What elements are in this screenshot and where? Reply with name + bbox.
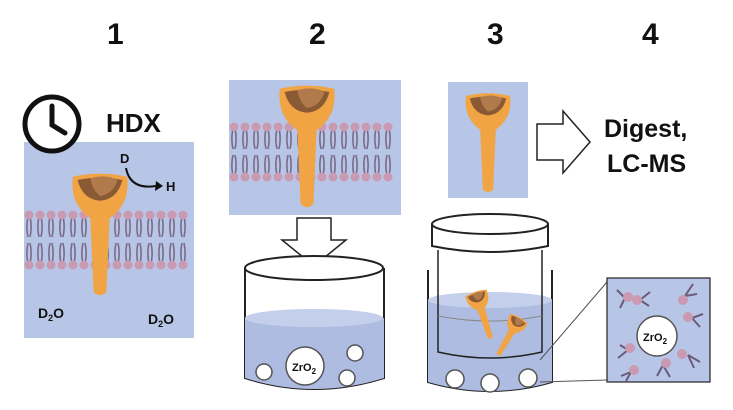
- zro2-label-a: ZrO2: [292, 362, 317, 376]
- arrow-curve-icon: [125, 167, 157, 188]
- zro2-bead-zoom: [636, 315, 678, 357]
- zoom-inset: ZrO2: [606, 277, 711, 383]
- hdx-label: HDX: [106, 108, 162, 138]
- hydrogen-label: H: [166, 179, 175, 194]
- clock-icon: [22, 94, 82, 154]
- panel-4-analysis: Digest, LC-MS: [604, 115, 687, 178]
- beaker-zro2: ZrO2: [244, 255, 385, 390]
- digest-label: Digest,: [604, 115, 687, 143]
- step-number-3: 3: [487, 18, 504, 51]
- arrow-right-icon: [536, 108, 591, 176]
- step-number-1: 1: [107, 18, 124, 51]
- zoom-lines: [539, 281, 608, 383]
- step-number-2: 2: [309, 18, 326, 51]
- step-number-4: 4: [642, 18, 659, 51]
- panel-1-background: [24, 142, 194, 338]
- panel-3-extract: ZrO2: [427, 82, 711, 393]
- panel-2-membrane: ZrO2: [229, 80, 401, 390]
- zro2-label-c: ZrO2: [643, 332, 668, 346]
- deuterium-label: D: [120, 151, 129, 166]
- lcms-label: LC-MS: [607, 150, 686, 178]
- panel-1-hdx: HDX D H D2O D2O: [22, 94, 194, 338]
- zro2-bead-large: [285, 346, 325, 386]
- d2o-label-left: D2O: [38, 305, 64, 323]
- arrow-down-icon: [279, 217, 349, 267]
- jar-with-lid: [427, 213, 553, 393]
- d2o-label-right: D2O: [148, 311, 174, 329]
